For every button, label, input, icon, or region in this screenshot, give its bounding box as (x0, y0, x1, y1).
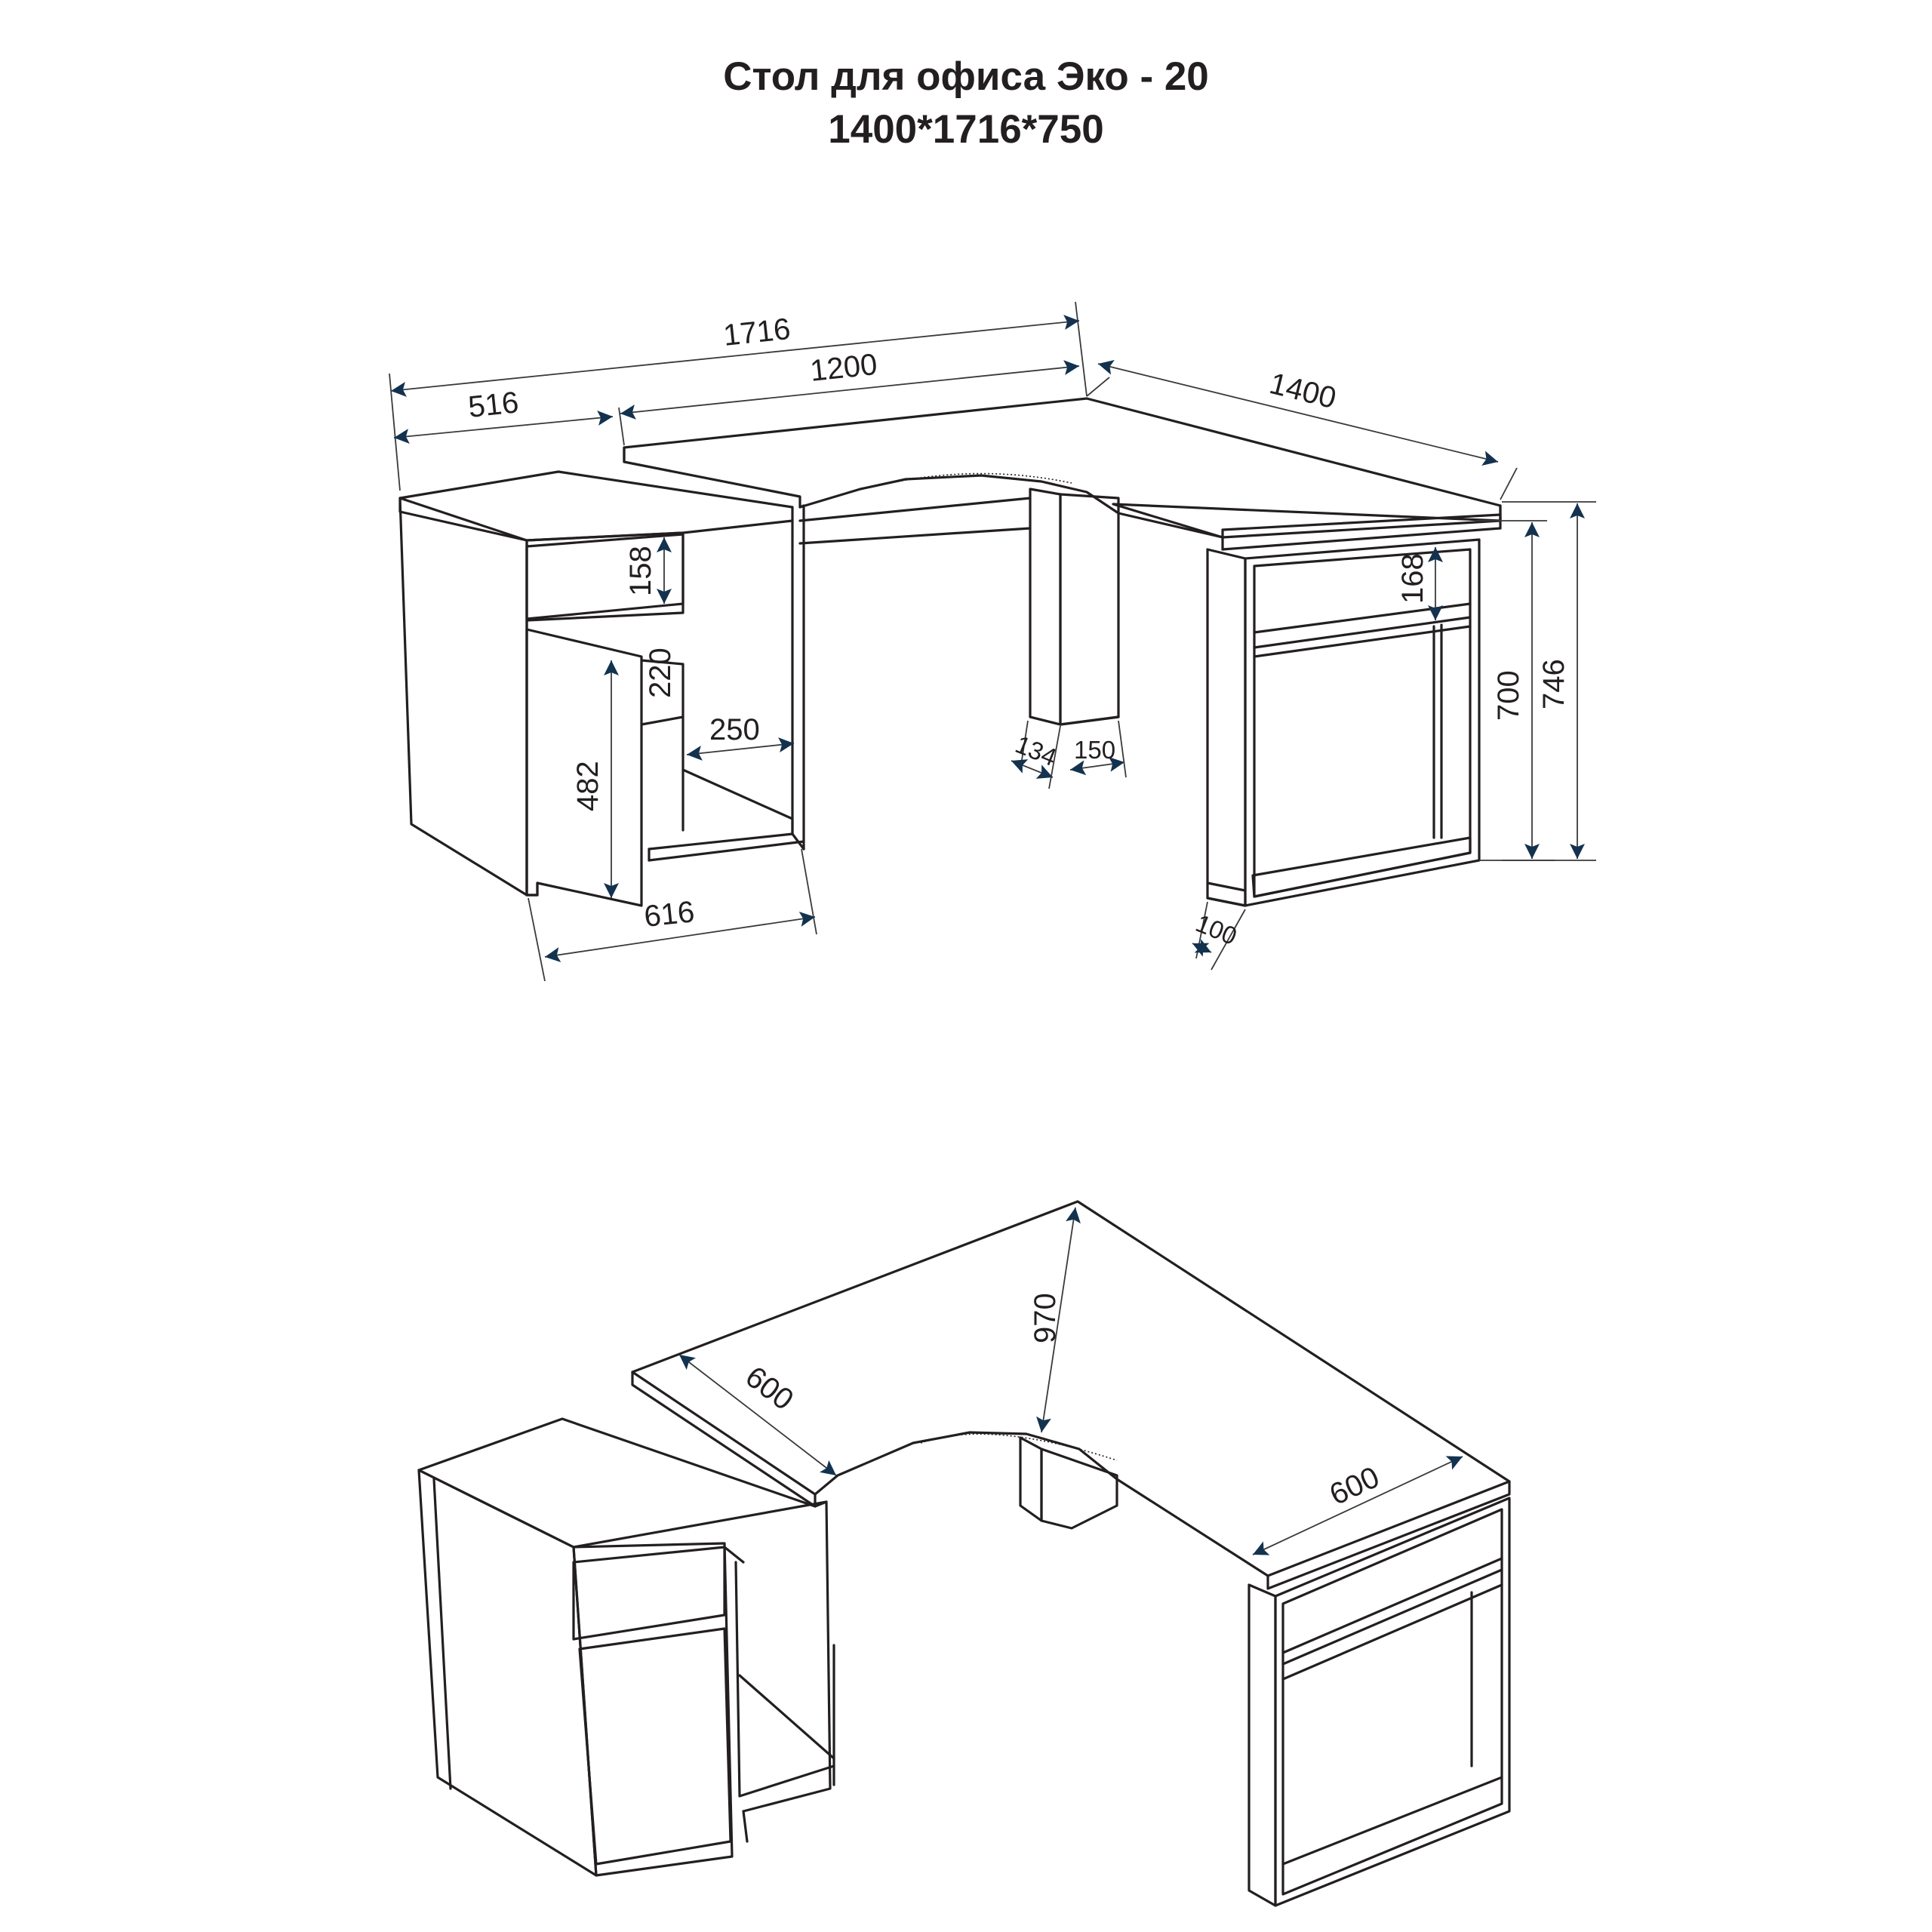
dim-220: 220 (644, 648, 677, 698)
pedestal-top (398, 470, 794, 542)
pedestal-top-2 (417, 1417, 828, 1549)
dimensions-bottom: 600 600 970 (678, 1207, 1463, 1555)
dim-700: 700 (1492, 670, 1525, 721)
table-top-2 (631, 1200, 1511, 1577)
dim-1400-line (1097, 360, 1499, 466)
dim-158: 158 (624, 546, 657, 596)
dim-1716-line (390, 315, 1080, 397)
dim-516-line (393, 410, 614, 445)
dim-970-line (1036, 1207, 1081, 1433)
dim-150: 150 (1074, 736, 1115, 764)
dim-250: 250 (709, 713, 760, 746)
dimensions-top: 1716 1200 516 1400 158 220 482 250 616 1… (389, 301, 1596, 982)
dim-168: 168 (1396, 553, 1429, 604)
dim-970: 970 (1029, 1293, 1062, 1343)
dim-600-left-line (678, 1354, 837, 1476)
dim-600-right-line (1252, 1456, 1463, 1555)
right-side-panel-2 (1247, 1583, 1277, 1907)
dim-1200-line (620, 360, 1080, 420)
table-top (623, 397, 1502, 539)
dim-150-line (1069, 756, 1125, 776)
dim-1716: 1716 (721, 312, 792, 352)
center-leg-2 (1019, 1436, 1043, 1522)
drawing-title: Стол для офиса Эко - 20 (723, 54, 1209, 99)
pedestal-side-panel (398, 497, 528, 897)
right-side-panel (1206, 548, 1247, 907)
dim-746: 746 (1537, 659, 1571, 709)
drawer-front-2 (572, 1546, 726, 1641)
dim-516: 516 (466, 386, 520, 424)
drawing-subtitle: 1400*1716*750 (828, 107, 1104, 152)
dim-134-line (1011, 759, 1054, 779)
desk-top-view (398, 397, 1502, 907)
dim-482: 482 (571, 761, 605, 811)
dim-600-right: 600 (1324, 1460, 1384, 1512)
dim-250-line (686, 737, 795, 761)
drawer-front (525, 533, 685, 620)
door-front-2 (578, 1627, 732, 1866)
desk-bottom-view (417, 1200, 1511, 1907)
dim-100-line (1192, 939, 1212, 957)
dim-1200: 1200 (808, 348, 878, 388)
center-leg (1029, 488, 1062, 726)
dim-616-line (544, 912, 816, 962)
dim-616: 616 (642, 895, 696, 934)
